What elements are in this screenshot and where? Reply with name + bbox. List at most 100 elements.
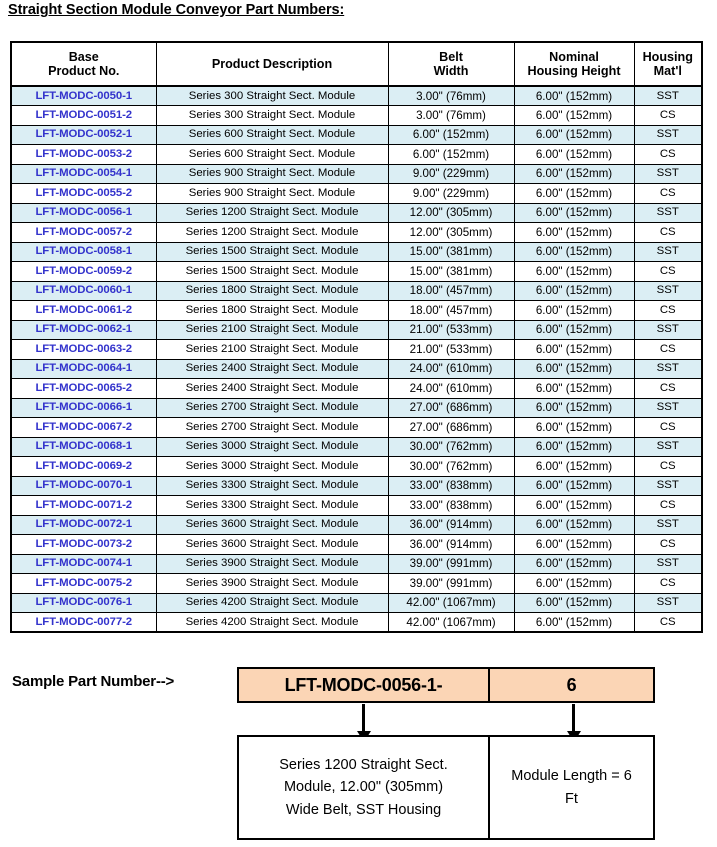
column-header-belt-width: Belt Width (387, 41, 515, 87)
cell-part-number: LFT-MODC-0074-1 (10, 553, 157, 574)
cell-product-description: Series 600 Straight Sect. Module (155, 124, 389, 145)
column-header-belt-width-line1: Belt (439, 49, 463, 64)
cell-belt-width: 6.00" (152mm) (387, 124, 515, 145)
cell-housing-height: 6.00" (152mm) (513, 553, 635, 574)
cell-part-number: LFT-MODC-0076-1 (10, 592, 157, 613)
cell-housing-height: 6.00" (152mm) (513, 612, 635, 633)
cell-part-number: LFT-MODC-0062-1 (10, 319, 157, 340)
cell-housing-height: 6.00" (152mm) (513, 378, 635, 399)
cell-belt-width: 36.00" (914mm) (387, 514, 515, 535)
sample-base-description-line2: Module, 12.00" (305mm) (283, 779, 444, 796)
cell-belt-width: 39.00" (991mm) (387, 573, 515, 594)
cell-housing-height: 6.00" (152mm) (513, 144, 635, 165)
cell-product-description: Series 300 Straight Sect. Module (155, 105, 389, 126)
cell-belt-width: 12.00" (305mm) (387, 202, 515, 223)
cell-housing-material: SST (633, 397, 703, 418)
cell-product-description: Series 300 Straight Sect. Module (155, 85, 389, 106)
cell-housing-height: 6.00" (152mm) (513, 514, 635, 535)
cell-belt-width: 27.00" (686mm) (387, 417, 515, 438)
cell-housing-material: SST (633, 241, 703, 262)
cell-product-description: Series 1800 Straight Sect. Module (155, 280, 389, 301)
cell-product-description: Series 3300 Straight Sect. Module (155, 475, 389, 496)
cell-belt-width: 27.00" (686mm) (387, 397, 515, 418)
cell-belt-width: 3.00" (76mm) (387, 85, 515, 106)
sample-part-number-boxes: LFT-MODC-0056-1- 6 (237, 667, 655, 703)
parts-table-container: Base Product No. Product Description Bel… (10, 41, 703, 633)
cell-product-description: Series 1800 Straight Sect. Module (155, 300, 389, 321)
cell-part-number: LFT-MODC-0064-1 (10, 358, 157, 379)
cell-part-number: LFT-MODC-0073-2 (10, 534, 157, 555)
cell-product-description: Series 1200 Straight Sect. Module (155, 222, 389, 243)
column-header-nominal-housing-height-line1: Nominal (549, 49, 599, 64)
sample-base-description-box: Series 1200 Straight Sect. Module, 12.00… (239, 737, 490, 838)
cell-housing-material: CS (633, 300, 703, 321)
cell-part-number: LFT-MODC-0072-1 (10, 514, 157, 535)
cell-product-description: Series 3600 Straight Sect. Module (155, 514, 389, 535)
cell-product-description: Series 2700 Straight Sect. Module (155, 417, 389, 438)
cell-product-description: Series 2100 Straight Sect. Module (155, 319, 389, 340)
column-header-base-product-no: Base Product No. (10, 41, 157, 87)
cell-housing-material: CS (633, 456, 703, 477)
sample-description-boxes: Series 1200 Straight Sect. Module, 12.00… (237, 735, 655, 840)
cell-housing-material: CS (633, 378, 703, 399)
cell-housing-height: 6.00" (152mm) (513, 592, 635, 613)
cell-housing-material: CS (633, 495, 703, 516)
cell-housing-height: 6.00" (152mm) (513, 183, 635, 204)
cell-housing-height: 6.00" (152mm) (513, 319, 635, 340)
column-header-belt-width-line2: Width (433, 64, 469, 78)
cell-product-description: Series 1200 Straight Sect. Module (155, 202, 389, 223)
column-header-nominal-housing-height: Nominal Housing Height (513, 41, 635, 87)
cell-product-description: Series 2700 Straight Sect. Module (155, 397, 389, 418)
sample-length-description-box: Module Length = 6 Ft (490, 737, 653, 838)
cell-housing-height: 6.00" (152mm) (513, 397, 635, 418)
table-header: Base Product No. Product Description Bel… (10, 41, 703, 87)
cell-part-number: LFT-MODC-0057-2 (10, 222, 157, 243)
cell-belt-width: 18.00" (457mm) (387, 280, 515, 301)
cell-housing-material: CS (633, 105, 703, 126)
page-title: Straight Section Module Conveyor Part Nu… (8, 2, 345, 18)
cell-housing-material: SST (633, 319, 703, 340)
cell-part-number: LFT-MODC-0065-2 (10, 378, 157, 399)
cell-housing-height: 6.00" (152mm) (513, 495, 635, 516)
cell-housing-material: SST (633, 475, 703, 496)
cell-housing-height: 6.00" (152mm) (513, 456, 635, 477)
cell-product-description: Series 900 Straight Sect. Module (155, 183, 389, 204)
cell-housing-height: 6.00" (152mm) (513, 105, 635, 126)
cell-product-description: Series 3900 Straight Sect. Module (155, 573, 389, 594)
cell-housing-material: CS (633, 534, 703, 555)
cell-part-number: LFT-MODC-0068-1 (10, 436, 157, 457)
cell-housing-height: 6.00" (152mm) (513, 475, 635, 496)
cell-part-number: LFT-MODC-0051-2 (10, 105, 157, 126)
cell-housing-height: 6.00" (152mm) (513, 202, 635, 223)
cell-part-number: LFT-MODC-0063-2 (10, 339, 157, 360)
cell-part-number: LFT-MODC-0071-2 (10, 495, 157, 516)
cell-product-description: Series 900 Straight Sect. Module (155, 163, 389, 184)
cell-housing-material: CS (633, 612, 703, 633)
cell-housing-material: SST (633, 163, 703, 184)
column-header-product-description: Product Description (155, 41, 389, 87)
cell-part-number: LFT-MODC-0053-2 (10, 144, 157, 165)
cell-part-number: LFT-MODC-0055-2 (10, 183, 157, 204)
sample-length-description-line1: Module Length = 6 (511, 768, 632, 785)
cell-housing-height: 6.00" (152mm) (513, 339, 635, 360)
cell-housing-height: 6.00" (152mm) (513, 261, 635, 282)
column-header-housing-material-line2: Mat'l (653, 64, 682, 78)
down-arrow-icon (356, 704, 371, 742)
cell-housing-material: SST (633, 553, 703, 574)
cell-belt-width: 15.00" (381mm) (387, 241, 515, 262)
cell-belt-width: 24.00" (610mm) (387, 358, 515, 379)
cell-part-number: LFT-MODC-0059-2 (10, 261, 157, 282)
cell-part-number: LFT-MODC-0054-1 (10, 163, 157, 184)
cell-belt-width: 9.00" (229mm) (387, 183, 515, 204)
